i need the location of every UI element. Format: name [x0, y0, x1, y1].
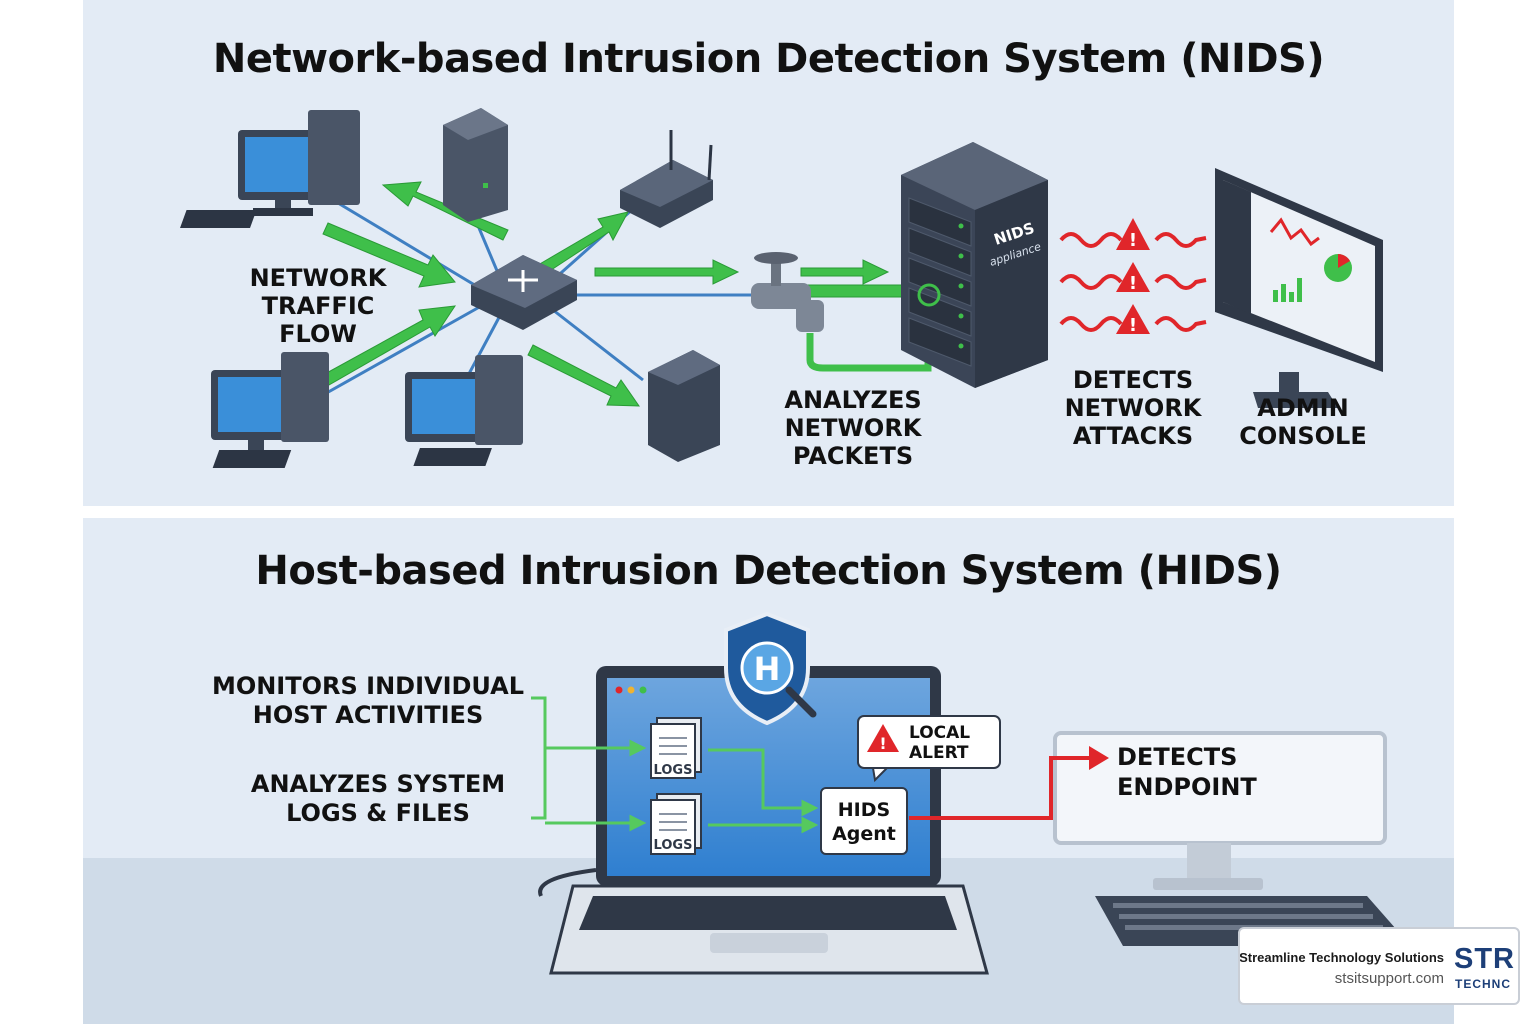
nids-diagram: NIDS appliance ! ! ! [180, 108, 1383, 468]
brand-logo-sub: TECHNC [1455, 977, 1511, 991]
label-detects-attacks-line-3: ATTACKS [1072, 422, 1194, 450]
warning-icon [867, 724, 899, 752]
traffic-arrows [322, 181, 929, 407]
svg-text:!: ! [879, 734, 886, 753]
log-file-label-1: LOGS [654, 763, 693, 778]
svg-text:!: ! [1129, 273, 1137, 294]
label-analyzes-packets-line-1: ANALYZES [784, 386, 922, 414]
label-detects-endpoint-line-1: DETECTS [1117, 743, 1238, 771]
local-alert-bubble: ! LOCAL ALERT [857, 715, 1001, 783]
desktop-bottom-left [211, 352, 329, 468]
endpoint-alert-arrow [909, 746, 1109, 820]
label-traffic-flow: NETWORK TRAFFIC FLOW [223, 264, 413, 348]
attack-alerts: ! ! ! [1059, 218, 1207, 336]
label-traffic-flow-line-1: NETWORK [249, 264, 387, 292]
desktop-top-left [180, 110, 360, 228]
label-monitors-host-line-2: HOST ACTIVITIES [252, 701, 484, 729]
admin-console-monitor [1215, 168, 1383, 408]
label-admin-console-line-2: CONSOLE [1239, 422, 1367, 450]
local-alert-line-1: LOCAL [909, 723, 970, 743]
agent-label-line-1: HIDS [838, 799, 890, 821]
router [620, 130, 713, 228]
nids-title: Network-based Intrusion Detection System… [212, 36, 1325, 82]
shield-letter: H [754, 650, 781, 688]
nids-panel: Network-based Intrusion Detection System… [83, 0, 1454, 506]
label-detects-attacks-line-1: DETECTS [1072, 366, 1194, 394]
network-switch [471, 255, 577, 330]
label-analyzes-logs-line-2: LOGS & FILES [286, 799, 470, 827]
log-file-label-2: LOGS [654, 838, 693, 853]
shield-icon: H [724, 611, 817, 726]
label-analyzes-packets-line-2: NETWORK [784, 414, 922, 442]
label-detects-endpoint-line-2: ENDPOINT [1117, 773, 1257, 801]
server-bottom [648, 350, 720, 462]
label-monitors-host-line-1: MONITORS INDIVIDUAL [211, 672, 525, 700]
label-analyzes-packets-line-3: PACKETS [792, 442, 914, 470]
label-admin-console-line-1: ADMIN [1257, 394, 1349, 422]
brand-url: stsitsupport.com [1334, 970, 1444, 987]
local-alert-line-2: ALERT [909, 743, 969, 763]
label-detects-attacks-line-2: NETWORK [1064, 394, 1202, 422]
brand-company-name: Streamline Technology Solutions [1239, 950, 1444, 965]
label-analyzes-packets: ANALYZES NETWORK PACKETS [773, 386, 933, 470]
desktop-bottom-middle [405, 355, 523, 466]
label-detects-attacks: DETECTS NETWORK ATTACKS [1053, 366, 1213, 450]
label-admin-console: ADMIN CONSOLE [1223, 394, 1383, 450]
label-analyzes-logs: ANALYZES SYSTEM LOGS & FILES [233, 770, 523, 828]
hids-title: Host-based Intrusion Detection System (H… [255, 548, 1282, 594]
network-tap-icon [751, 252, 932, 372]
label-analyzes-logs-line-1: ANALYZES SYSTEM [250, 770, 506, 798]
hids-agent-box: HIDS Agent [820, 787, 908, 855]
svg-text:!: ! [1129, 315, 1137, 336]
warning-icon: ! ! ! [1116, 218, 1150, 336]
brand-logo: STR [1454, 943, 1515, 975]
branding-badge: Streamline Technology Solutions stsitsup… [1238, 927, 1520, 1005]
log-file-icon: LOGS [650, 793, 702, 855]
nids-appliance: NIDS appliance [901, 142, 1048, 388]
label-detects-endpoint: DETECTS ENDPOINT [1117, 742, 1277, 802]
label-monitors-host: MONITORS INDIVIDUAL HOST ACTIVITIES [188, 672, 548, 730]
agent-label-line-2: Agent [832, 823, 896, 845]
label-traffic-flow-line-2: TRAFFIC FLOW [261, 292, 375, 348]
svg-text:!: ! [1129, 230, 1137, 251]
log-file-icon: LOGS [650, 717, 702, 779]
server-tower-top [443, 108, 508, 222]
hids-panel: Host-based Intrusion Detection System (H… [83, 518, 1454, 1024]
input-flow-lines [531, 696, 819, 834]
